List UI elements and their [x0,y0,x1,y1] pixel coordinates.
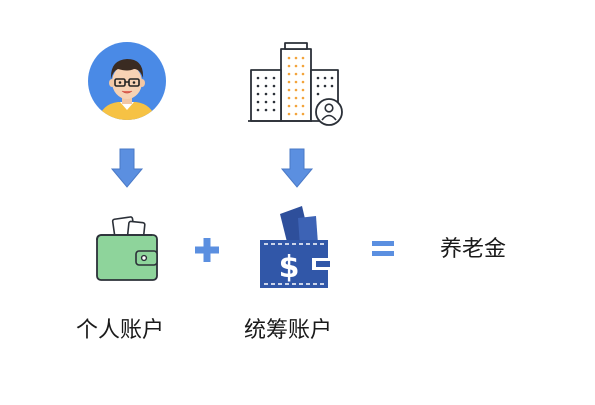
office-building-icon [248,42,346,128]
person-avatar-icon [88,42,166,120]
plus-icon [194,237,220,263]
down-arrow-icon [280,148,314,188]
equals-icon [372,240,394,258]
personal-wallet-icon [94,216,160,282]
down-arrow-icon [110,148,144,188]
pooled-account-label: 统筹账户 [244,318,333,343]
svg-text:$: $ [279,250,300,285]
personal-account-label: 个人账户 [76,318,165,343]
pension-result-label: 养老金 [440,237,507,262]
pooled-fund-wallet-icon: $ [258,206,334,290]
